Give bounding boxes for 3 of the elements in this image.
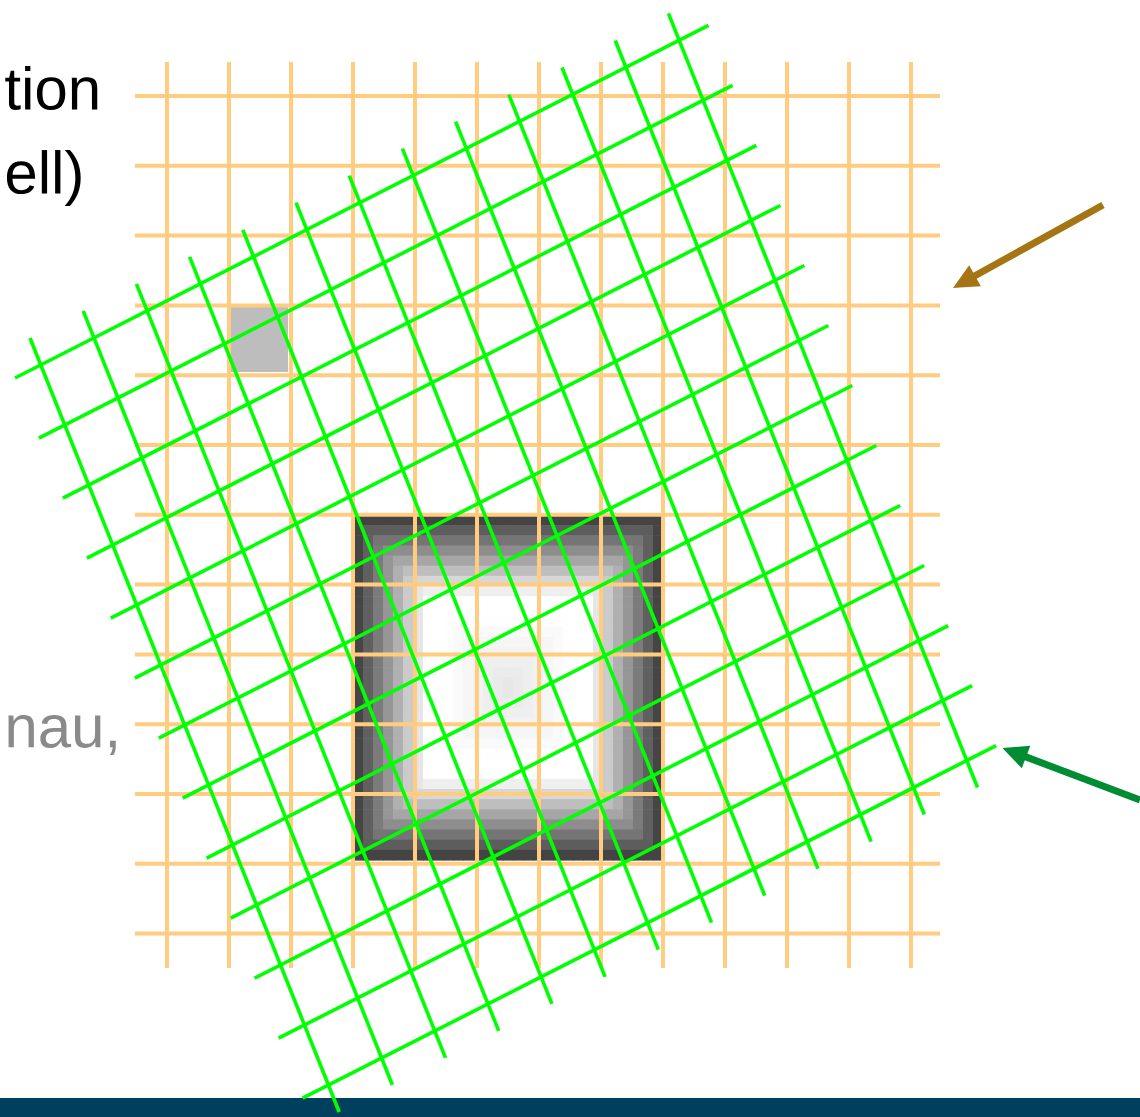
text-fragment: nau, [8,715,116,755]
text-fragment: tion [5,65,98,111]
text-fragment: ell) [6,150,81,206]
